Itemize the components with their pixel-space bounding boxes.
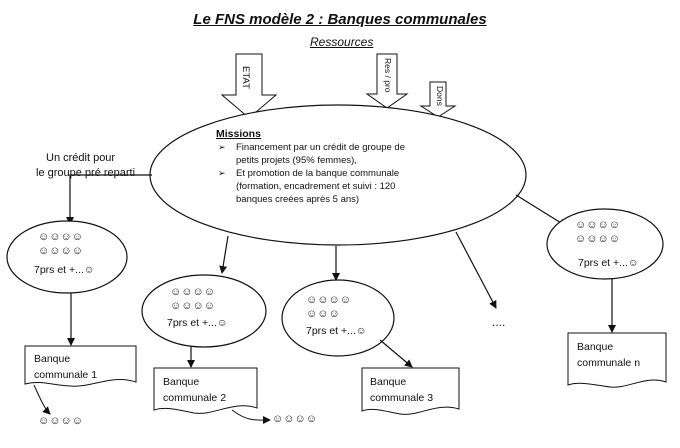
group-1-smileys-row-1: ☺☺☺☺ — [38, 231, 83, 243]
group-n-smileys-row-1: ☺☺☺☺ — [575, 219, 620, 231]
bank-2-line-2: communale 2 — [163, 392, 227, 404]
output-smileys-2: ☺☺☺☺ — [272, 413, 317, 425]
input-label-dons: Dons — [435, 86, 445, 106]
group-3-smileys-row-1: ☺☺☺☺ — [306, 294, 351, 306]
bank-1-line-1: Banque — [34, 353, 71, 365]
bank-1-line-2: communale 1 — [34, 369, 98, 381]
group-n-label: 7prs et +...☺ — [578, 257, 639, 269]
mission-bullet-2: ➢ Et promotion de la banque communale (f… — [216, 167, 446, 206]
group-circle-1 — [6, 220, 128, 294]
mission-bullet-1: ➢ Financement par un crédit de groupe de… — [216, 141, 446, 167]
input-label-res-pro: Res / pro — [383, 58, 393, 93]
credit-arrow — [66, 174, 152, 225]
input-arrow-dons — [419, 81, 457, 118]
resources-label: Ressources — [310, 35, 374, 49]
bank-n-line-2: communale n — [577, 357, 641, 369]
group-3-smileys-row-2: ☺☺☺ — [306, 308, 340, 320]
input-arrow-etat — [220, 53, 278, 119]
group-circle-n — [546, 208, 664, 280]
arrow-group3-bank3 — [379, 339, 413, 368]
group-circle-2 — [141, 274, 267, 348]
group-circle-3 — [281, 279, 395, 357]
bank-doc-3 — [361, 367, 460, 415]
mission-2-line-3: banques creées après 5 ans) — [236, 194, 360, 205]
bullet-arrow-icon: ➢ — [218, 168, 226, 178]
group-n-smileys-row-2: ☺☺☺☺ — [575, 233, 620, 245]
group-2-smileys-row-2: ☺☺☺☺ — [170, 300, 215, 312]
more-groups-ellipsis: .... — [492, 315, 506, 329]
left-note-line-2: le groupe pré reparti — [36, 167, 136, 179]
group-2-smileys-row-1: ☺☺☺☺ — [170, 286, 215, 298]
bullet-arrow-icon: ➢ — [218, 142, 226, 152]
group-1-label: 7prs et +...☺ — [34, 264, 95, 276]
bank-doc-2 — [153, 367, 258, 414]
bank-3-line-2: communale 3 — [370, 392, 434, 404]
page-title: Le FNS modèle 2 : Banques communales — [193, 11, 487, 28]
output-arrow-1 — [33, 384, 51, 415]
arrow-to-more — [455, 231, 497, 309]
input-arrow-res-pro — [365, 53, 409, 109]
input-label-etat: ETAT — [240, 66, 251, 89]
arrow-to-group-n — [515, 194, 567, 227]
mission-2-line-2: (formation, encadrement et suivi : 120 — [236, 181, 396, 192]
missions-text: Missions ➢ Financement par un crédit de … — [216, 128, 446, 206]
bank-2-line-1: Banque — [163, 376, 200, 388]
bank-n-line-1: Banque — [577, 341, 614, 353]
mission-1-line-2: petits projets (95% femmes), — [236, 155, 357, 166]
bank-doc-1 — [24, 345, 137, 387]
group-2-label: 7prs et +...☺ — [167, 317, 228, 329]
left-note-line-1: Un crédit pour — [46, 152, 116, 164]
mission-2-line-1: Et promotion de la banque communale — [236, 168, 400, 179]
missions-heading: Missions — [216, 128, 261, 140]
group-1-smileys-row-2: ☺☺☺☺ — [38, 245, 83, 257]
arrow-to-group-2 — [219, 235, 229, 274]
group-3-label: 7prs et +...☺ — [306, 325, 367, 337]
output-smileys-1: ☺☺☺☺ — [38, 415, 83, 427]
bank-3-line-1: Banque — [370, 376, 407, 388]
mission-1-line-1: Financement par un crédit de groupe de — [236, 142, 405, 153]
output-arrow-2 — [231, 409, 271, 425]
bank-doc-n — [567, 332, 667, 388]
